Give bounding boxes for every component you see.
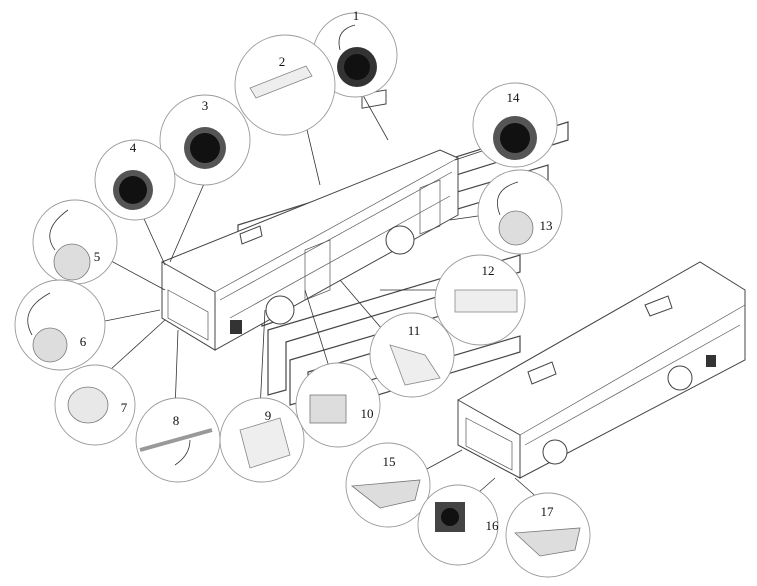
callout-bubble-2 [234,34,336,136]
callout-label-14: 14 [507,90,521,105]
callout-bubble-9 [219,397,305,483]
callout-label-16: 16 [486,518,500,533]
callout-bubble-15 [345,442,431,528]
callout-bubble-6 [14,279,106,371]
callout-label-17: 17 [541,504,555,519]
callout-bubble-17 [505,492,591,578]
callout-bubble-3 [159,94,251,186]
callout-label-10: 10 [361,406,374,421]
callout-label-12: 12 [482,263,495,278]
bus-main-vent [230,320,242,334]
callout-bubble-16 [417,484,499,566]
callout-label-7: 7 [121,400,128,415]
callout-label-8: 8 [173,413,180,428]
callout-bubble-4 [94,139,176,221]
callout-label-5: 5 [94,249,101,264]
callout-bubble-13 [477,169,563,255]
callout-label-13: 13 [540,218,553,233]
callout-label-9: 9 [265,408,272,423]
callout-label-15: 15 [383,454,396,469]
callout-label-1: 1 [353,8,360,23]
callout-label-4: 4 [130,140,137,155]
callout-label-11: 11 [408,323,421,338]
bus-secondary [457,261,746,479]
callout-bubble-7 [54,364,136,446]
callout-bubble-8 [135,397,221,483]
callout-bubble-11 [369,312,455,398]
callout-bubble-14 [472,82,558,168]
callout-label-6: 6 [80,334,87,349]
callout-bubble-12 [434,254,526,346]
bus-secondary-vent [706,355,716,367]
callout-label-2: 2 [279,54,286,69]
callout-bubble-5 [32,199,118,285]
callout-bubble-10 [295,362,381,448]
callout-label-3: 3 [202,98,209,113]
